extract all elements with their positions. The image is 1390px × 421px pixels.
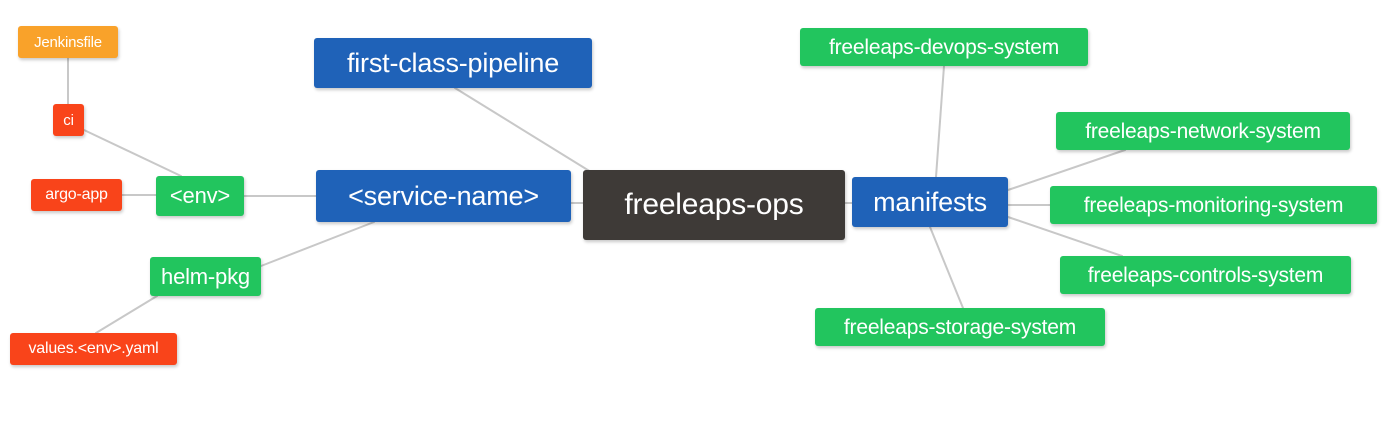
node-label: freeleaps-monitoring-system: [1083, 193, 1344, 217]
node-label: ci: [63, 111, 74, 129]
edge-manifests-storage: [929, 226, 964, 309]
edge-service-helm: [260, 221, 375, 267]
node-jenkinsfile[interactable]: Jenkinsfile: [18, 26, 118, 58]
node-env[interactable]: <env>: [156, 176, 244, 216]
node-label: freeleaps-controls-system: [1087, 263, 1324, 287]
node-label: first-class-pipeline: [346, 47, 560, 78]
edge-env-ci: [83, 129, 182, 177]
node-label: Jenkinsfile: [34, 33, 102, 51]
node-label: values.<env>.yaml: [28, 340, 159, 357]
edge-helm-values: [95, 295, 158, 334]
node-label: freeleaps-network-system: [1085, 119, 1321, 143]
node-label: manifests: [873, 186, 987, 217]
edge-root-pipeline: [454, 87, 592, 173]
node-values-env-yaml[interactable]: values.<env>.yaml: [10, 333, 177, 365]
node-label: <service-name>: [348, 180, 539, 211]
node-argo-app[interactable]: argo-app: [31, 179, 122, 211]
node-label: freeleaps-storage-system: [843, 315, 1077, 339]
node-freeleaps-network-system[interactable]: freeleaps-network-system: [1056, 112, 1350, 150]
node-service-name[interactable]: <service-name>: [316, 170, 571, 222]
node-label: freeleaps-devops-system: [829, 35, 1059, 59]
node-freeleaps-storage-system[interactable]: freeleaps-storage-system: [815, 308, 1105, 346]
node-label: <env>: [169, 183, 231, 208]
node-first-class-pipeline[interactable]: first-class-pipeline: [314, 38, 592, 88]
node-freeleaps-monitoring-system[interactable]: freeleaps-monitoring-system: [1050, 186, 1377, 224]
node-freeleaps-devops-system[interactable]: freeleaps-devops-system: [800, 28, 1088, 66]
edge-manifests-devops: [935, 65, 945, 178]
node-freeleaps-ops[interactable]: freeleaps-ops: [583, 170, 845, 240]
node-ci[interactable]: ci: [53, 104, 84, 136]
node-freeleaps-controls-system[interactable]: freeleaps-controls-system: [1060, 256, 1351, 294]
node-helm-pkg[interactable]: helm-pkg: [150, 257, 261, 296]
edge-manifests-network: [1007, 149, 1126, 191]
node-label: freeleaps-ops: [624, 188, 804, 221]
node-label: helm-pkg: [161, 263, 250, 289]
node-manifests[interactable]: manifests: [852, 177, 1008, 227]
node-label: argo-app: [45, 186, 108, 203]
